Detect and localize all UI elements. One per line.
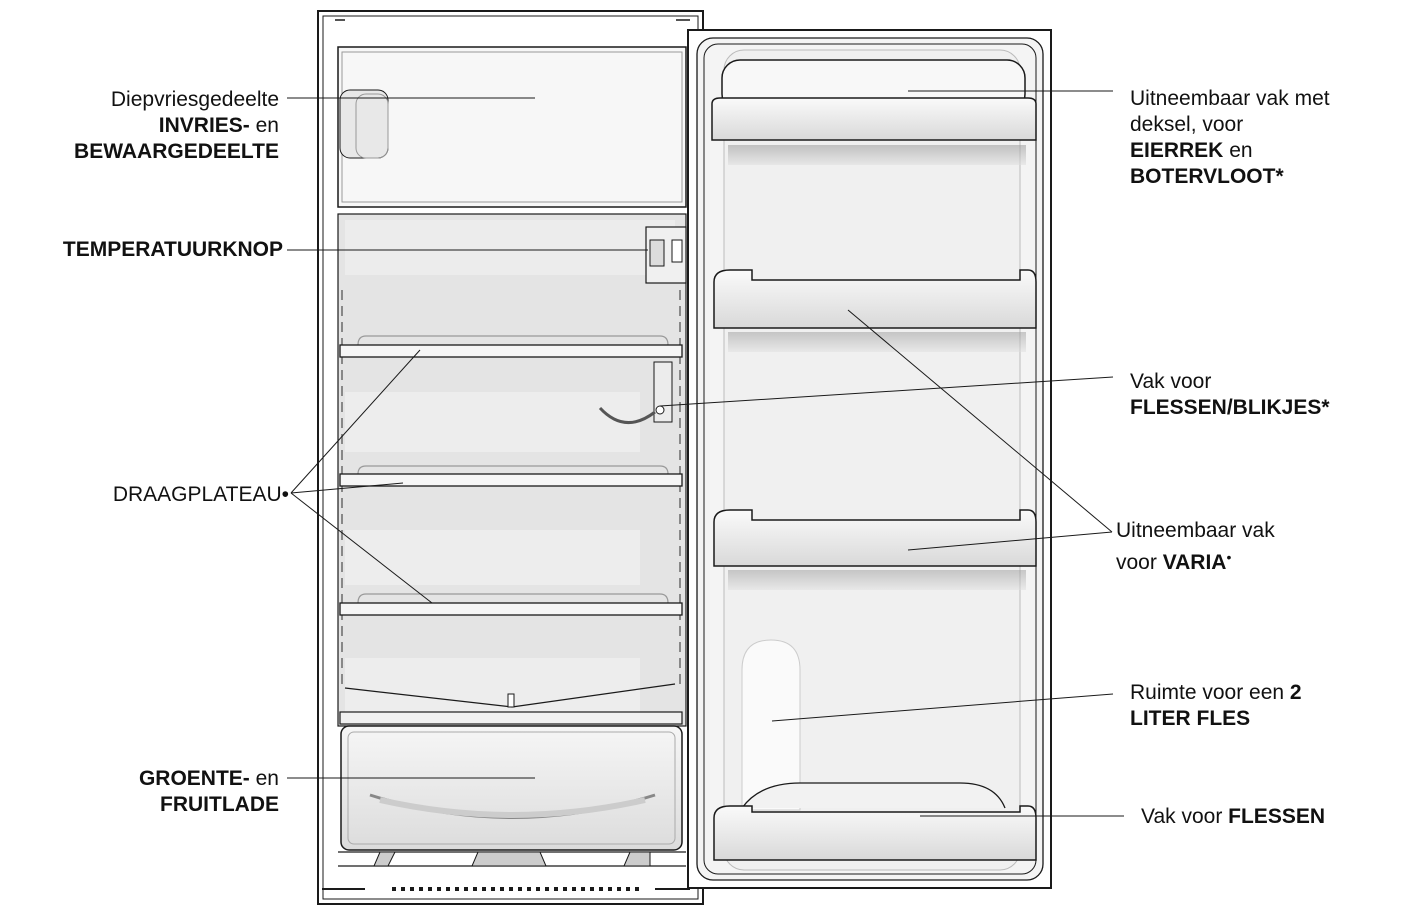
shelf-note-mark: •: [282, 483, 289, 506]
label-varia: Uitneembaar vak voor VARIA•: [1116, 518, 1275, 576]
label-crisper: GROENTE- en FRUITLADE: [139, 766, 279, 818]
varia-note-mark: •: [1226, 549, 1231, 565]
label-bottles: Vak voor FLESSEN: [1141, 804, 1325, 830]
door-bin-varia-lower: [714, 510, 1036, 590]
door-bin-egg-butter: [712, 60, 1036, 165]
label-freezer-line1: Diepvriesgedeelte: [74, 87, 279, 113]
label-thermostat: TEMPERATUURKNOP: [63, 237, 283, 263]
label-freezer-bold1: INVRIES-: [159, 114, 250, 137]
label-shelf: DRAAGPLATEAU•: [113, 482, 289, 508]
door-bin-bottles: [714, 783, 1036, 860]
label-cans: Vak voor FLESSEN/BLIKJES*: [1130, 369, 1330, 421]
label-freezer-bold2: BEWAARGEDEELTE: [74, 140, 279, 163]
label-egg-butter: Uitneembaar vak met deksel, voor EIERREK…: [1130, 86, 1330, 190]
freezer-compartment: [338, 47, 686, 207]
crisper-drawer: [341, 726, 682, 850]
label-freezer: Diepvriesgedeelte INVRIES- en BEWAARGEDE…: [74, 87, 279, 165]
door-bin-varia-upper: [714, 270, 1036, 352]
thermostat-knob: [646, 227, 686, 283]
label-two-liter: Ruimte voor een 2 LITER FLES: [1130, 680, 1302, 732]
